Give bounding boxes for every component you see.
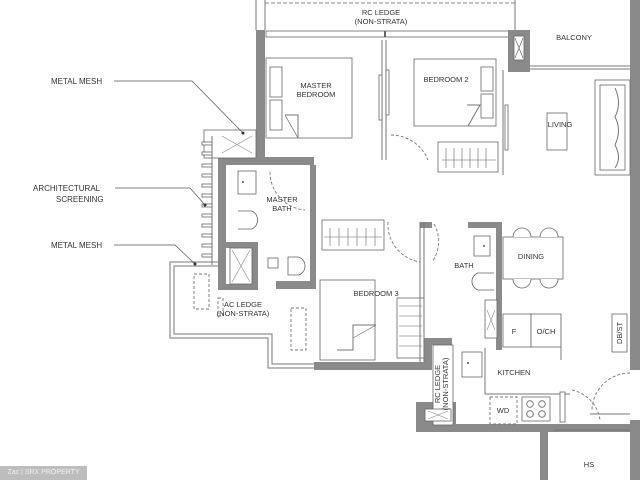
rc-ledge-side-label-sub: (NON-STRATA) bbox=[441, 357, 450, 410]
wardrobe-3-icon bbox=[321, 219, 385, 251]
master-bedroom: MASTER BEDROOM bbox=[265, 40, 390, 160]
toilet-icon-2 bbox=[287, 256, 306, 276]
fridge-icon bbox=[502, 313, 532, 348]
toilet-icon bbox=[238, 210, 258, 230]
balcony-label: BALCONY bbox=[556, 33, 592, 42]
dining-label: DINING bbox=[518, 252, 544, 261]
dbst-box bbox=[611, 313, 628, 353]
wd-label: WD bbox=[497, 406, 510, 415]
master-bath: MASTER BATH bbox=[229, 170, 306, 285]
master-bedroom-label-2: BEDROOM bbox=[297, 90, 336, 99]
hs-label: HS bbox=[584, 460, 594, 469]
och-label: O/CH bbox=[537, 327, 556, 336]
master-bedroom-label-1: MASTER bbox=[300, 81, 332, 90]
stove-icon bbox=[521, 396, 551, 422]
bath-basin-icon bbox=[473, 235, 491, 257]
kitchen: F O/CH KITCHEN WD DB/ST RC LEDGE (NON-ST… bbox=[424, 313, 631, 426]
rc-ledge-top-label: RC LEDGE bbox=[362, 8, 400, 17]
rc-ledge-top-label-sub: (NON-STRATA) bbox=[355, 17, 408, 26]
household-shelter: HS bbox=[554, 429, 630, 469]
bath: BATH bbox=[431, 223, 498, 339]
ac-ledge-label-sub: (NON-STRATA) bbox=[217, 309, 270, 318]
bath-toilet-icon bbox=[471, 272, 494, 291]
washer-dryer-icon bbox=[489, 396, 518, 425]
bedroom-3-bed-icon bbox=[319, 279, 376, 361]
fridge-label: F bbox=[512, 327, 517, 336]
bedroom-2-label: BEDROOM 2 bbox=[423, 75, 468, 84]
bedroom-2: BEDROOM 2 bbox=[390, 58, 509, 175]
balcony-area: BALCONY bbox=[513, 33, 630, 70]
rc-ledge-side-box bbox=[432, 344, 454, 426]
watermark: Zac | SRX PROPERTY bbox=[0, 466, 87, 480]
dining-table-icon bbox=[502, 236, 564, 280]
callout-metal-mesh-1: METAL MESH bbox=[51, 77, 102, 86]
wardrobe-icon bbox=[437, 141, 499, 173]
coffee-table-icon bbox=[546, 112, 568, 151]
living-label: LIVING bbox=[548, 120, 573, 129]
ac-ledge: AC LEDGE (NON-STRATA) bbox=[169, 261, 314, 369]
dbst-label: DB/ST bbox=[615, 322, 624, 345]
ac-ledge-label: AC LEDGE bbox=[224, 300, 262, 309]
kitchen-label: KITCHEN bbox=[498, 368, 531, 377]
basin-icon bbox=[237, 170, 257, 195]
dining: DINING bbox=[502, 227, 564, 289]
architectural-screening bbox=[201, 129, 257, 265]
rc-ledge-side-label: RC LEDGE bbox=[433, 365, 442, 403]
callout-architectural-screening-2: SCREENING bbox=[56, 195, 104, 204]
bath-label: BATH bbox=[454, 261, 473, 270]
callouts: METAL MESH ARCHITECTURAL SCREENING METAL… bbox=[33, 77, 245, 266]
kitchen-sink-icon bbox=[461, 351, 483, 378]
bedroom-3-label: BEDROOM 3 bbox=[353, 289, 398, 298]
bedroom-3: BEDROOM 3 bbox=[319, 219, 425, 362]
master-bath-label-1: MASTER bbox=[266, 195, 298, 204]
callout-metal-mesh-2: METAL MESH bbox=[51, 241, 102, 250]
callout-architectural-screening-1: ARCHITECTURAL bbox=[33, 184, 101, 193]
living: LIVING bbox=[546, 79, 631, 176]
master-bath-label-2: BATH bbox=[272, 204, 291, 213]
